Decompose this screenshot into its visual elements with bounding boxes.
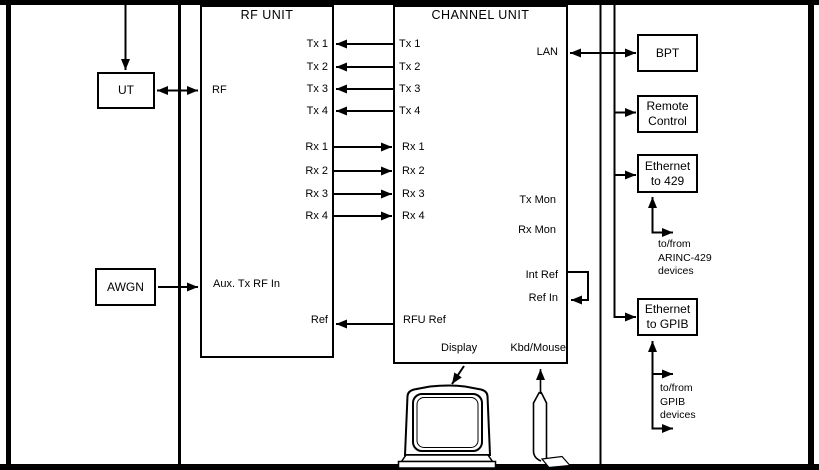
- arinc-429-devices-note: to/from ARINC-429 devices: [658, 238, 712, 279]
- outer-border-left: [6, 0, 11, 470]
- channel-unit-port-int-ref: Int Ref: [525, 269, 558, 281]
- ethernet-429-label-line2: to 429: [650, 173, 685, 188]
- monitor-icon: [397, 384, 497, 469]
- rf-unit-port-aux-tx-rf-in: Aux. Tx RF In: [213, 278, 281, 290]
- gpib-note-line1: to/from: [660, 382, 693, 394]
- rf-unit-port-ref: Ref: [310, 314, 328, 326]
- channel-unit-port-kbd-mouse: Kbd/Mouse: [510, 342, 566, 354]
- rf-unit-port-rx1: Rx 1: [305, 141, 328, 153]
- rf-unit-port-rx4: Rx 4: [305, 210, 328, 222]
- arinc-note-line2: ARINC-429: [658, 251, 712, 264]
- remote-control-label-line2: Control: [648, 114, 687, 128]
- ethernet-gpib-label-line2: to GPIB: [646, 317, 689, 331]
- rf-unit-port-rx2: Rx 2: [305, 165, 328, 177]
- keyboard-mouse-icon: [532, 391, 572, 469]
- rf-unit-port-tx3: Tx 3: [306, 83, 328, 95]
- channel-unit-port-lan: LAN: [536, 46, 558, 58]
- channel-unit-port-tx2: Tx 2: [399, 61, 421, 73]
- channel-unit-box: [393, 5, 568, 364]
- rf-unit-port-rx3: Rx 3: [305, 188, 328, 200]
- channel-unit-port-rx2: Rx 2: [402, 165, 425, 177]
- awgn-label: AWGN: [107, 279, 144, 294]
- channel-unit-port-rx3: Rx 3: [402, 188, 425, 200]
- rf-unit-title: RF UNIT: [240, 8, 294, 22]
- rf-unit-box: [200, 5, 334, 358]
- outer-border-top: [0, 0, 819, 5]
- channel-unit-port-tx1: Tx 1: [399, 38, 421, 50]
- arinc-note-line3: devices: [658, 265, 694, 277]
- remote-control-box: Remote Control: [637, 95, 698, 133]
- rf-unit-port-tx4: Tx 4: [306, 105, 328, 117]
- arinc-note-line1: to/from: [658, 238, 691, 250]
- channel-unit-title: CHANNEL UNIT: [431, 8, 530, 22]
- int-ref-to-ref-in-loop: [568, 271, 589, 305]
- gpib-note-line2: GPIB: [660, 395, 686, 408]
- channel-unit-port-rfu-ref: RFU Ref: [403, 314, 446, 326]
- bpt-label: BPT: [655, 45, 680, 60]
- rf-unit-port-tx1: Tx 1: [306, 38, 328, 50]
- bpt-box: BPT: [637, 34, 698, 72]
- ethernet-gpib-box: Ethernet to GPIB: [637, 298, 698, 336]
- gpib-note-line3: devices: [660, 409, 696, 421]
- channel-unit-port-display: Display: [441, 342, 478, 354]
- channel-unit-port-tx4: Tx 4: [399, 105, 421, 117]
- remote-control-label-line1: Remote: [646, 99, 689, 113]
- ethernet-429-label-line1: Ethernet: [644, 158, 691, 173]
- channel-unit-port-ref-in: Ref In: [528, 292, 558, 304]
- channel-unit-port-rx4: Rx 4: [402, 210, 425, 222]
- display-arrow: [451, 365, 465, 385]
- awgn-box: AWGN: [95, 268, 156, 306]
- channel-unit-port-rx1: Rx 1: [402, 141, 425, 153]
- rf-unit-port-rf: RF: [212, 84, 227, 96]
- outer-border-right: [808, 0, 814, 470]
- ethernet-429-box: Ethernet to 429: [637, 154, 698, 193]
- rf-unit-port-tx2: Tx 2: [306, 61, 328, 73]
- ethernet-gpib-label-line1: Ethernet: [644, 302, 691, 316]
- ut-box: UT: [97, 72, 155, 109]
- channel-unit-port-tx3: Tx 3: [399, 83, 421, 95]
- ut-label: UT: [118, 83, 134, 97]
- gpib-devices-note: to/from GPIB devices: [660, 382, 696, 423]
- channel-unit-port-rx-mon: Rx Mon: [518, 224, 556, 236]
- channel-unit-port-tx-mon: Tx Mon: [519, 194, 556, 206]
